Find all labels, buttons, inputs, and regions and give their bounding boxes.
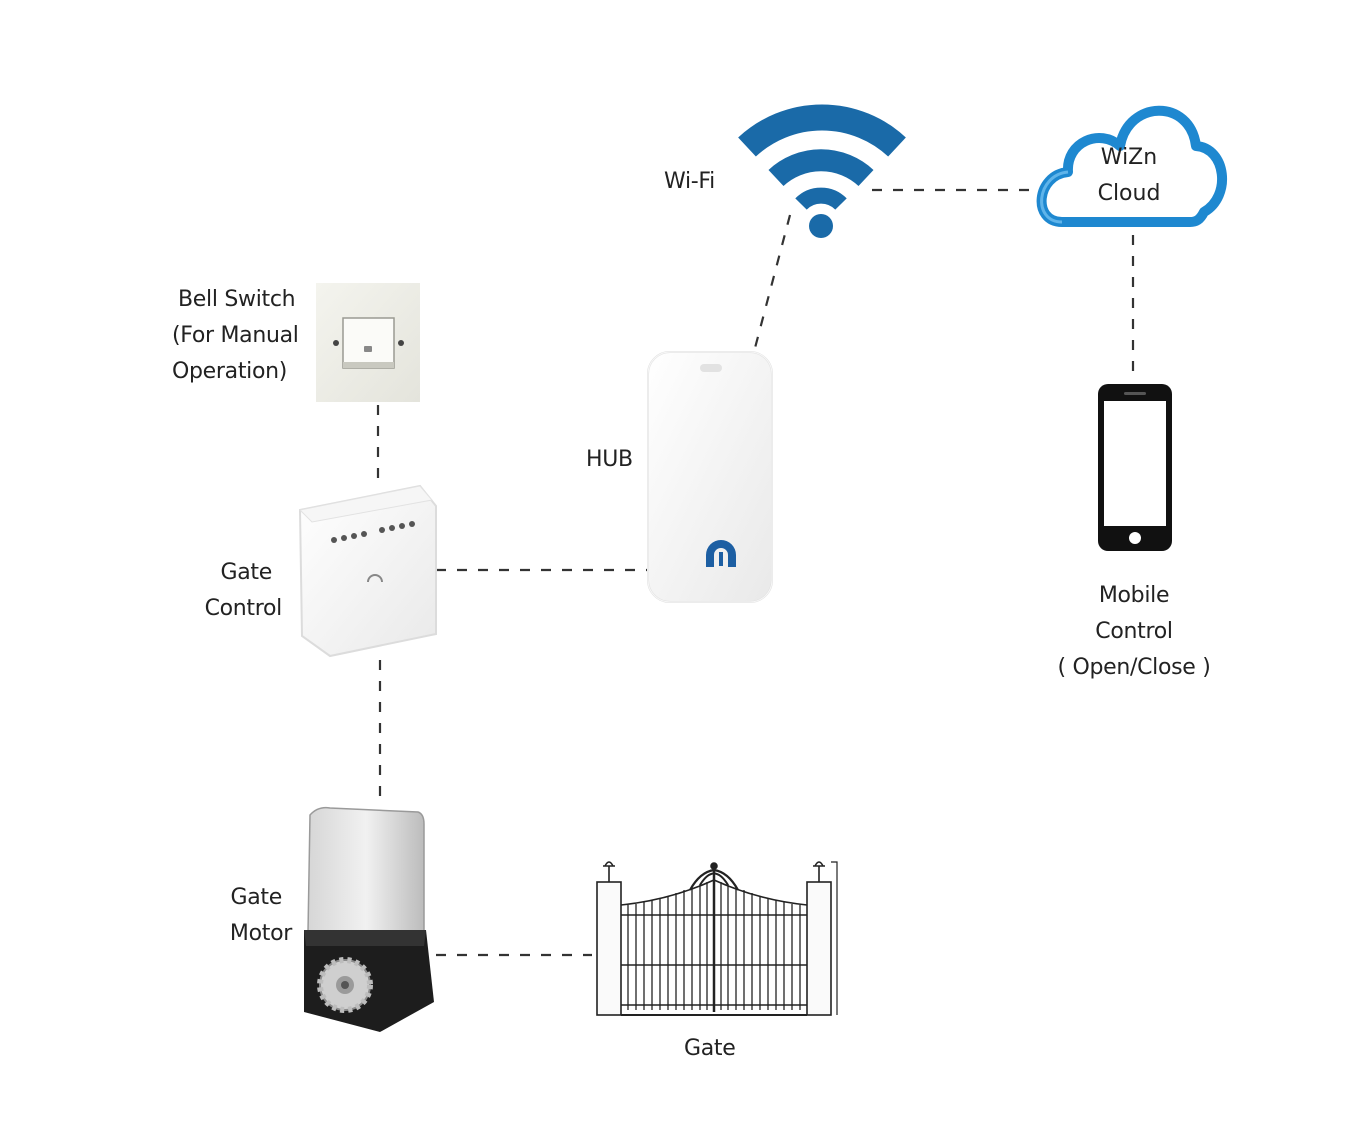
mobile-label-line1: Mobile: [1098, 583, 1170, 608]
gate-motor-icon: [304, 806, 434, 1032]
wifi-label: Wi-Fi: [664, 169, 715, 194]
connectors: [376, 188, 1135, 957]
gate-bars: [627, 882, 801, 1010]
gate-control-label: Gate Control: [190, 555, 283, 627]
mobile-label-line3: ( Open/Close ): [1057, 655, 1211, 680]
cloud-icon: [1036, 105, 1228, 227]
cloud-label-line1: WiZn: [1100, 145, 1158, 170]
bell-switch-label: Bell Switch (For Manual Operation): [172, 282, 299, 390]
hub-device-icon: [647, 351, 773, 603]
gate-control-module-icon: [298, 484, 437, 658]
gate-motor-label: Gate Motor: [214, 880, 292, 952]
bell-switch-label-line2: (For Manual: [172, 323, 299, 348]
gate-control-label-line1: Gate: [220, 560, 273, 585]
mobile-label-line2: Control: [1095, 619, 1173, 644]
gate-motor-label-line1: Gate: [230, 885, 283, 910]
bell-switch-label-line1: Bell Switch: [178, 287, 296, 312]
gate-control-label-line2: Control: [204, 596, 283, 621]
hub-label: HUB: [586, 447, 633, 472]
wifi-icon: [738, 104, 906, 238]
gate-motor-label-line2: Motor: [229, 921, 292, 946]
cloud-label: WiZn Cloud: [1074, 140, 1184, 212]
mobile-label: Mobile Control ( Open/Close ): [1056, 578, 1212, 686]
connector-wifi-hub: [753, 214, 792, 349]
bell-switch-icon: [316, 283, 420, 402]
gate-icon: [596, 861, 838, 1016]
gate-label: Gate: [684, 1036, 736, 1061]
bell-switch-label-line3: Operation): [172, 359, 288, 384]
cloud-label-line2: Cloud: [1097, 181, 1161, 206]
smartphone-icon: [1098, 384, 1172, 551]
